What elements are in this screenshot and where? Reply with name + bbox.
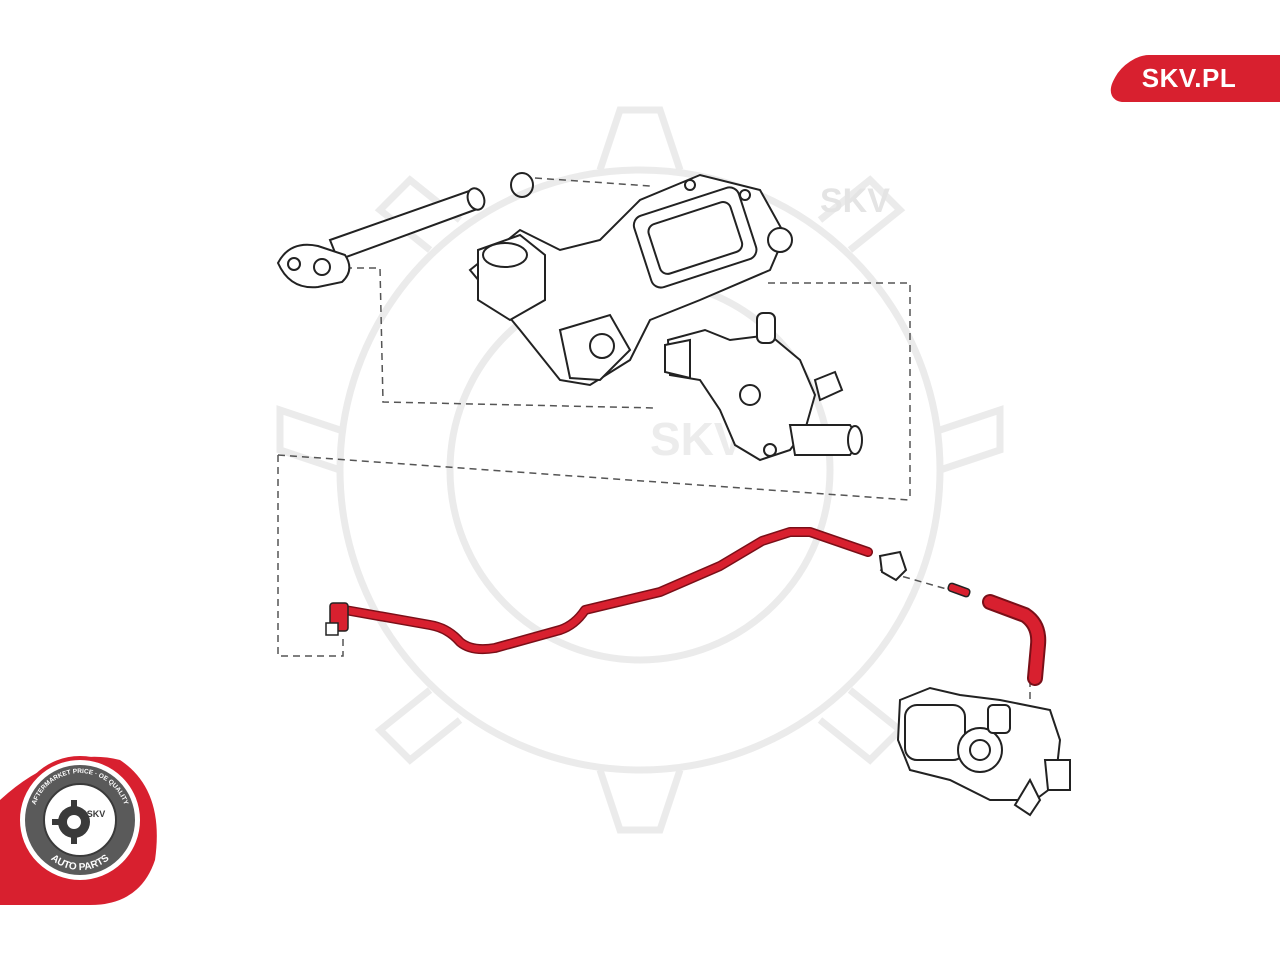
hose-clip [878, 550, 908, 582]
thermostat-housing [664, 312, 863, 462]
small-fitting [947, 582, 971, 598]
gear-icon [52, 800, 90, 844]
coolant-hose-highlighted [340, 527, 1047, 686]
watermark-text-upper: SKV [820, 182, 890, 220]
seal-ring [510, 172, 534, 198]
bottom-blank-strip [0, 905, 1280, 960]
hose-connector [325, 602, 349, 636]
brand-site-label[interactable]: SKV.PL [1141, 63, 1237, 93]
oil-pipe [276, 187, 486, 289]
egr-valve [896, 686, 1071, 817]
skv-auto-parts-badge: SKV AFTERMARKET PRICE · OE QUALITY AUTO … [0, 756, 157, 905]
oil-cooler-housing [468, 173, 793, 387]
badge-center-text: SKV [87, 809, 106, 819]
